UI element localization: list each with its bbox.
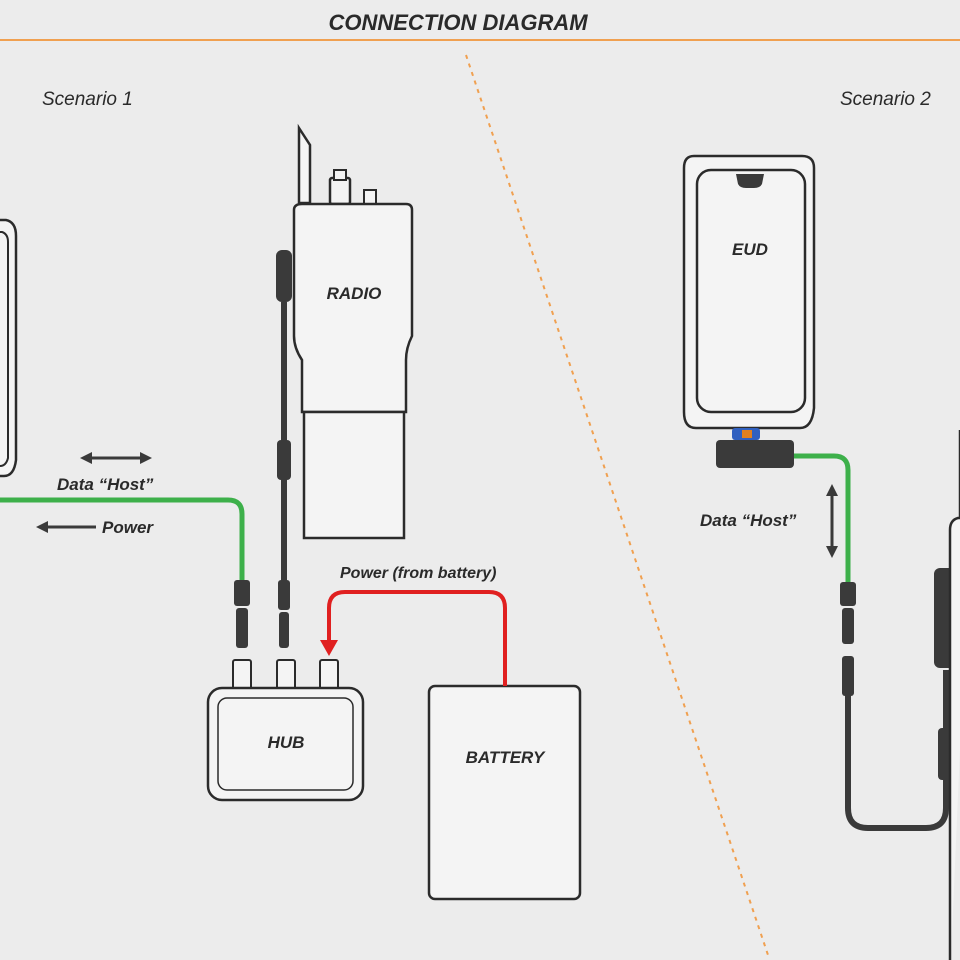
radio-device-partial — [948, 430, 960, 960]
hub-device: HUB — [206, 659, 365, 802]
radio-cable — [276, 250, 292, 648]
radio-label: RADIO — [327, 284, 382, 303]
scenario-2-label: Scenario 2 — [840, 89, 931, 110]
diagram-title: CONNECTION DIAGRAM — [328, 10, 588, 35]
eud-notch — [736, 174, 764, 188]
radio-battery-pack — [302, 410, 406, 540]
power-label: Power — [102, 518, 154, 537]
hub-label: HUB — [268, 733, 305, 752]
power-cable — [320, 590, 507, 686]
battery-device: BATTERY — [427, 684, 582, 901]
radio-connector — [363, 189, 377, 205]
power-arrow — [320, 640, 338, 656]
data-host-label-1: Data “Host” — [57, 475, 154, 494]
eud-device: EUD — [682, 154, 816, 430]
scenario-1-label: Scenario 1 — [42, 89, 133, 110]
data-host-arrow-1 — [80, 452, 152, 464]
data-host-label-2: Data “Host” — [700, 511, 797, 530]
radio-antenna — [297, 123, 312, 205]
radio-device: RADIO — [292, 123, 414, 540]
eud-device-partial — [0, 218, 18, 478]
radio-knob — [328, 176, 352, 206]
battery-label: BATTERY — [466, 748, 546, 767]
power-from-battery-label: Power (from battery) — [340, 565, 496, 582]
data-host-arrow-2 — [826, 484, 838, 558]
power-arrow-left — [36, 521, 96, 533]
data-cable-scenario-2 — [716, 428, 956, 831]
eud-label: EUD — [732, 240, 768, 259]
data-cable-scenario-1 — [0, 497, 250, 648]
